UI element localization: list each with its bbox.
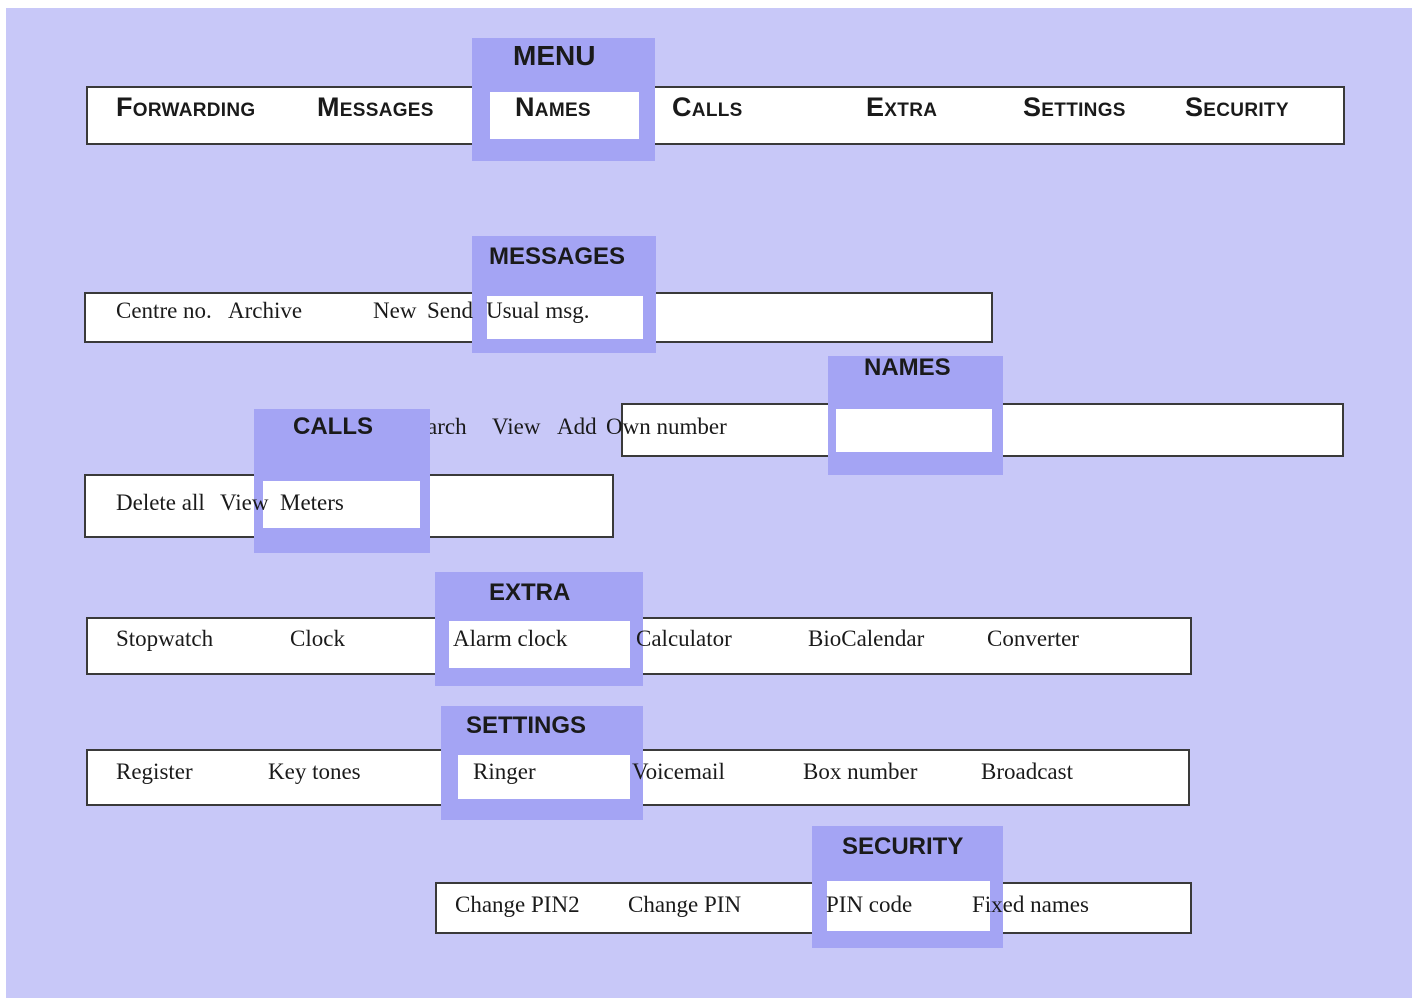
security-item-pin-code[interactable]: PIN code <box>826 892 913 917</box>
security-title: SECURITY <box>842 833 964 860</box>
messages-item-usual-msg[interactable]: Usual msg. <box>486 298 590 323</box>
settings-item-voicemail[interactable]: Voicemail <box>632 759 725 784</box>
extra-selected-slot <box>449 621 630 668</box>
names-item-own-number[interactable]: Own number <box>606 414 727 439</box>
messages-item-archive[interactable]: Archive <box>228 298 303 323</box>
extra-title: EXTRA <box>489 579 571 606</box>
security-item-change-pin[interactable]: Change PIN <box>628 892 742 917</box>
menu-item-names[interactable]: Names <box>515 92 591 122</box>
security-item-change-pin2[interactable]: Change PIN2 <box>455 892 580 917</box>
extra-item-biocalendar[interactable]: BioCalendar <box>808 626 925 651</box>
messages-selected-slot <box>487 296 643 339</box>
calls-selected-slot <box>263 481 420 528</box>
settings-item-broadcast[interactable]: Broadcast <box>981 759 1073 784</box>
extra-item-converter[interactable]: Converter <box>987 626 1079 651</box>
calls-item-delete-all[interactable]: Delete all <box>116 490 205 515</box>
menu-item-calls[interactable]: Calls <box>672 92 743 122</box>
extra-item-alarm-clock[interactable]: Alarm clock <box>453 626 568 651</box>
names-selected-slot <box>836 409 992 452</box>
messages-item-new[interactable]: New <box>373 298 417 323</box>
names-title: NAMES <box>864 354 951 381</box>
extra-item-stopwatch[interactable]: Stopwatch <box>116 626 214 651</box>
messages-title: MESSAGES <box>489 243 626 270</box>
settings-selected-slot <box>458 755 630 799</box>
menu-item-forwarding[interactable]: Forwarding <box>116 92 256 122</box>
extra-item-clock[interactable]: Clock <box>290 626 345 651</box>
settings-title: SETTINGS <box>466 712 587 739</box>
security-selected-slot <box>827 881 990 931</box>
calls-title: CALLS <box>293 413 373 440</box>
settings-item-key-tones[interactable]: Key tones <box>268 759 361 784</box>
calls-item-meters[interactable]: Meters <box>280 490 344 515</box>
settings-item-ringer[interactable]: Ringer <box>473 759 536 784</box>
settings-item-register[interactable]: Register <box>116 759 193 784</box>
menu-item-security[interactable]: Security <box>1185 92 1289 122</box>
calls-item-view[interactable]: View <box>220 490 269 515</box>
menu-selected-slot <box>490 92 639 139</box>
menu-item-extra[interactable]: Extra <box>866 92 938 122</box>
security-item-fixed-names[interactable]: Fixed names <box>972 892 1089 917</box>
messages-item-centre-no[interactable]: Centre no. <box>116 298 212 323</box>
names-item-view[interactable]: View <box>492 414 541 439</box>
menu-title: MENU <box>513 40 596 71</box>
menu-item-settings[interactable]: Settings <box>1023 92 1126 122</box>
settings-item-box-number[interactable]: Box number <box>803 759 918 784</box>
messages-item-send[interactable]: Send <box>427 298 473 323</box>
menu-bar <box>86 86 1345 145</box>
names-item-add[interactable]: Add <box>557 414 597 439</box>
extra-item-calculator[interactable]: Calculator <box>636 626 732 651</box>
menu-item-messages[interactable]: Messages <box>317 92 434 122</box>
